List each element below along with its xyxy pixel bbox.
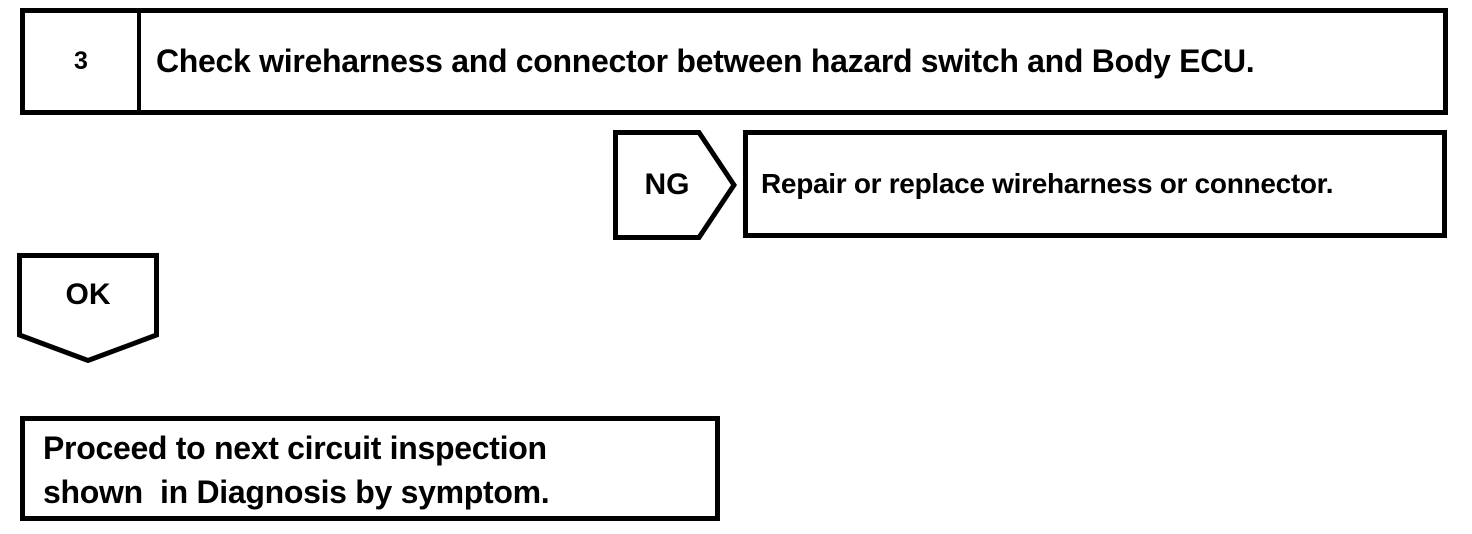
ng-action-box: Repair or replace wireharness or connect… — [743, 130, 1447, 238]
ng-action-text: Repair or replace wireharness or connect… — [761, 168, 1334, 199]
ok-pentagon-arrow-icon — [17, 253, 159, 363]
step-instruction: Check wireharness and connector between … — [156, 43, 1255, 79]
result-box: Proceed to next circuit inspection shown… — [20, 416, 720, 521]
result-line-2: shown in Diagnosis by symptom. — [43, 474, 550, 510]
step-box: 3 Check wireharness and connector betwee… — [20, 8, 1448, 115]
ng-branch: NG — [613, 130, 737, 240]
ng-pentagon-arrow-icon — [613, 130, 737, 240]
step-number: 3 — [25, 13, 141, 110]
result-line-1: Proceed to next circuit inspection — [43, 430, 547, 466]
ok-label: OK — [65, 278, 111, 311]
ng-label: NG — [644, 168, 690, 201]
ok-branch: OK — [17, 253, 159, 363]
